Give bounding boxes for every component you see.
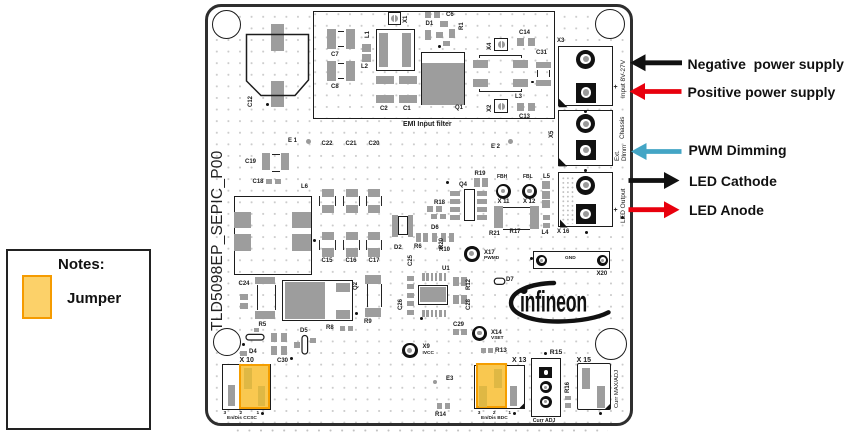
svg-text:infineon: infineon bbox=[520, 286, 587, 319]
